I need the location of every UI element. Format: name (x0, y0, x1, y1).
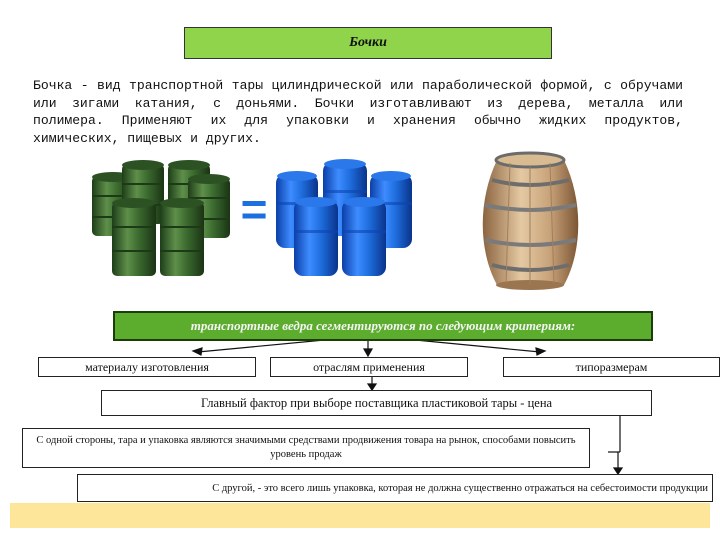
criterion-material: материалу изготовления (38, 357, 256, 377)
definition-paragraph: Бочка - вид транспортной тары цилиндриче… (33, 78, 683, 146)
side-one-box: С одной стороны, тара и упаковка являютс… (22, 428, 590, 468)
side-two-box: С другой, - это всего лишь упаковка, кот… (77, 474, 713, 502)
criteria-heading: транспортные ведра сегментируются по сле… (113, 311, 653, 341)
page-title: Бочки (184, 27, 552, 59)
metal-barrels-image (92, 160, 230, 276)
bottom-accent-band (10, 503, 710, 528)
main-factor-box: Главный фактор при выборе поставщика пла… (101, 390, 652, 416)
criterion-industry: отраслям применения (270, 357, 468, 377)
plastic-barrels-image (276, 159, 412, 276)
criterion-size: типоразмерам (503, 357, 720, 377)
equals-sign: = (240, 183, 268, 235)
wooden-barrel-image (482, 151, 579, 290)
connector-lines (191, 338, 624, 476)
